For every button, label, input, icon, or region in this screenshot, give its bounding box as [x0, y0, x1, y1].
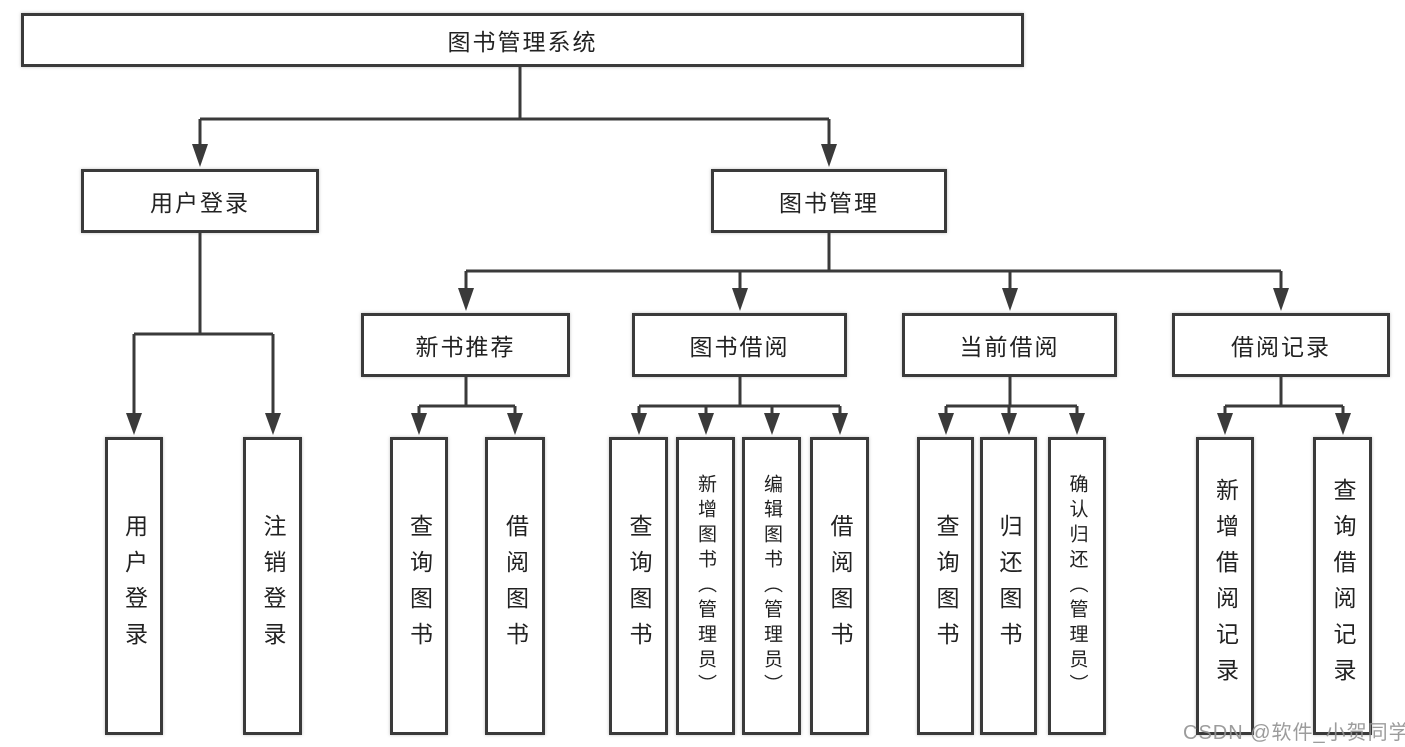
leaf-label: 借阅图书 [827, 514, 853, 658]
node-book-borrowing: 图书借阅 [632, 313, 847, 377]
leaf-query-books-recommendation: 查询图书 [390, 437, 448, 735]
leaf-label: 用户登录 [121, 514, 148, 658]
leaf-label: 新增借阅记录 [1212, 478, 1239, 694]
leaf-user-login: 用户登录 [105, 437, 163, 735]
node-label: 用户登录 [150, 190, 250, 216]
leaf-label: 编辑图书（管理员） [761, 473, 782, 699]
leaf-logout: 注销登录 [243, 437, 302, 735]
node-label: 图书借阅 [689, 334, 790, 360]
leaf-label: 查询图书 [406, 514, 433, 658]
node-label: 借阅记录 [1231, 334, 1331, 360]
arrowheads [126, 144, 1351, 435]
node-label: 图书管理 [779, 190, 879, 216]
node-user-login: 用户登录 [81, 169, 319, 233]
csdn-watermark: CSDN @软件_小贺同学 [1183, 722, 1405, 744]
leaf-add-borrowing-record: 新增借阅记录 [1196, 437, 1254, 735]
leaf-borrow-books: 借阅图书 [810, 437, 869, 735]
leaf-query-borrowing-record: 查询借阅记录 [1313, 437, 1372, 735]
leaf-query-books-current: 查询图书 [917, 437, 974, 735]
leaf-label: 归还图书 [996, 514, 1022, 658]
leaf-return-books: 归还图书 [980, 437, 1037, 735]
node-current-borrowing: 当前借阅 [902, 313, 1117, 377]
node-label: 图书管理系统 [447, 29, 598, 55]
leaf-label: 新增图书（管理员） [695, 473, 716, 699]
node-new-book-recommendation: 新书推荐 [361, 313, 570, 377]
connector-path [132, 67, 1345, 414]
leaf-label: 注销登录 [260, 514, 286, 658]
node-borrowing-records: 借阅记录 [1172, 313, 1390, 377]
leaf-label: 查询借阅记录 [1330, 478, 1356, 694]
node-root-library-management-system: 图书管理系统 [21, 13, 1024, 67]
leaf-add-books-admin: 新增图书（管理员） [676, 437, 735, 735]
leaf-edit-books-admin: 编辑图书（管理员） [742, 437, 801, 735]
node-label: 新书推荐 [415, 334, 516, 360]
node-book-management: 图书管理 [711, 169, 947, 233]
node-label: 当前借阅 [959, 334, 1060, 360]
leaf-confirm-return-admin: 确认归还（管理员） [1048, 437, 1106, 735]
leaf-label: 查询图书 [933, 514, 959, 658]
leaf-query-books-borrowing: 查询图书 [609, 437, 668, 735]
leaf-borrow-books-recommendation: 借阅图书 [485, 437, 545, 735]
leaf-label: 查询图书 [626, 514, 652, 658]
leaf-label: 借阅图书 [502, 514, 529, 658]
leaf-label: 确认归还（管理员） [1066, 473, 1088, 699]
